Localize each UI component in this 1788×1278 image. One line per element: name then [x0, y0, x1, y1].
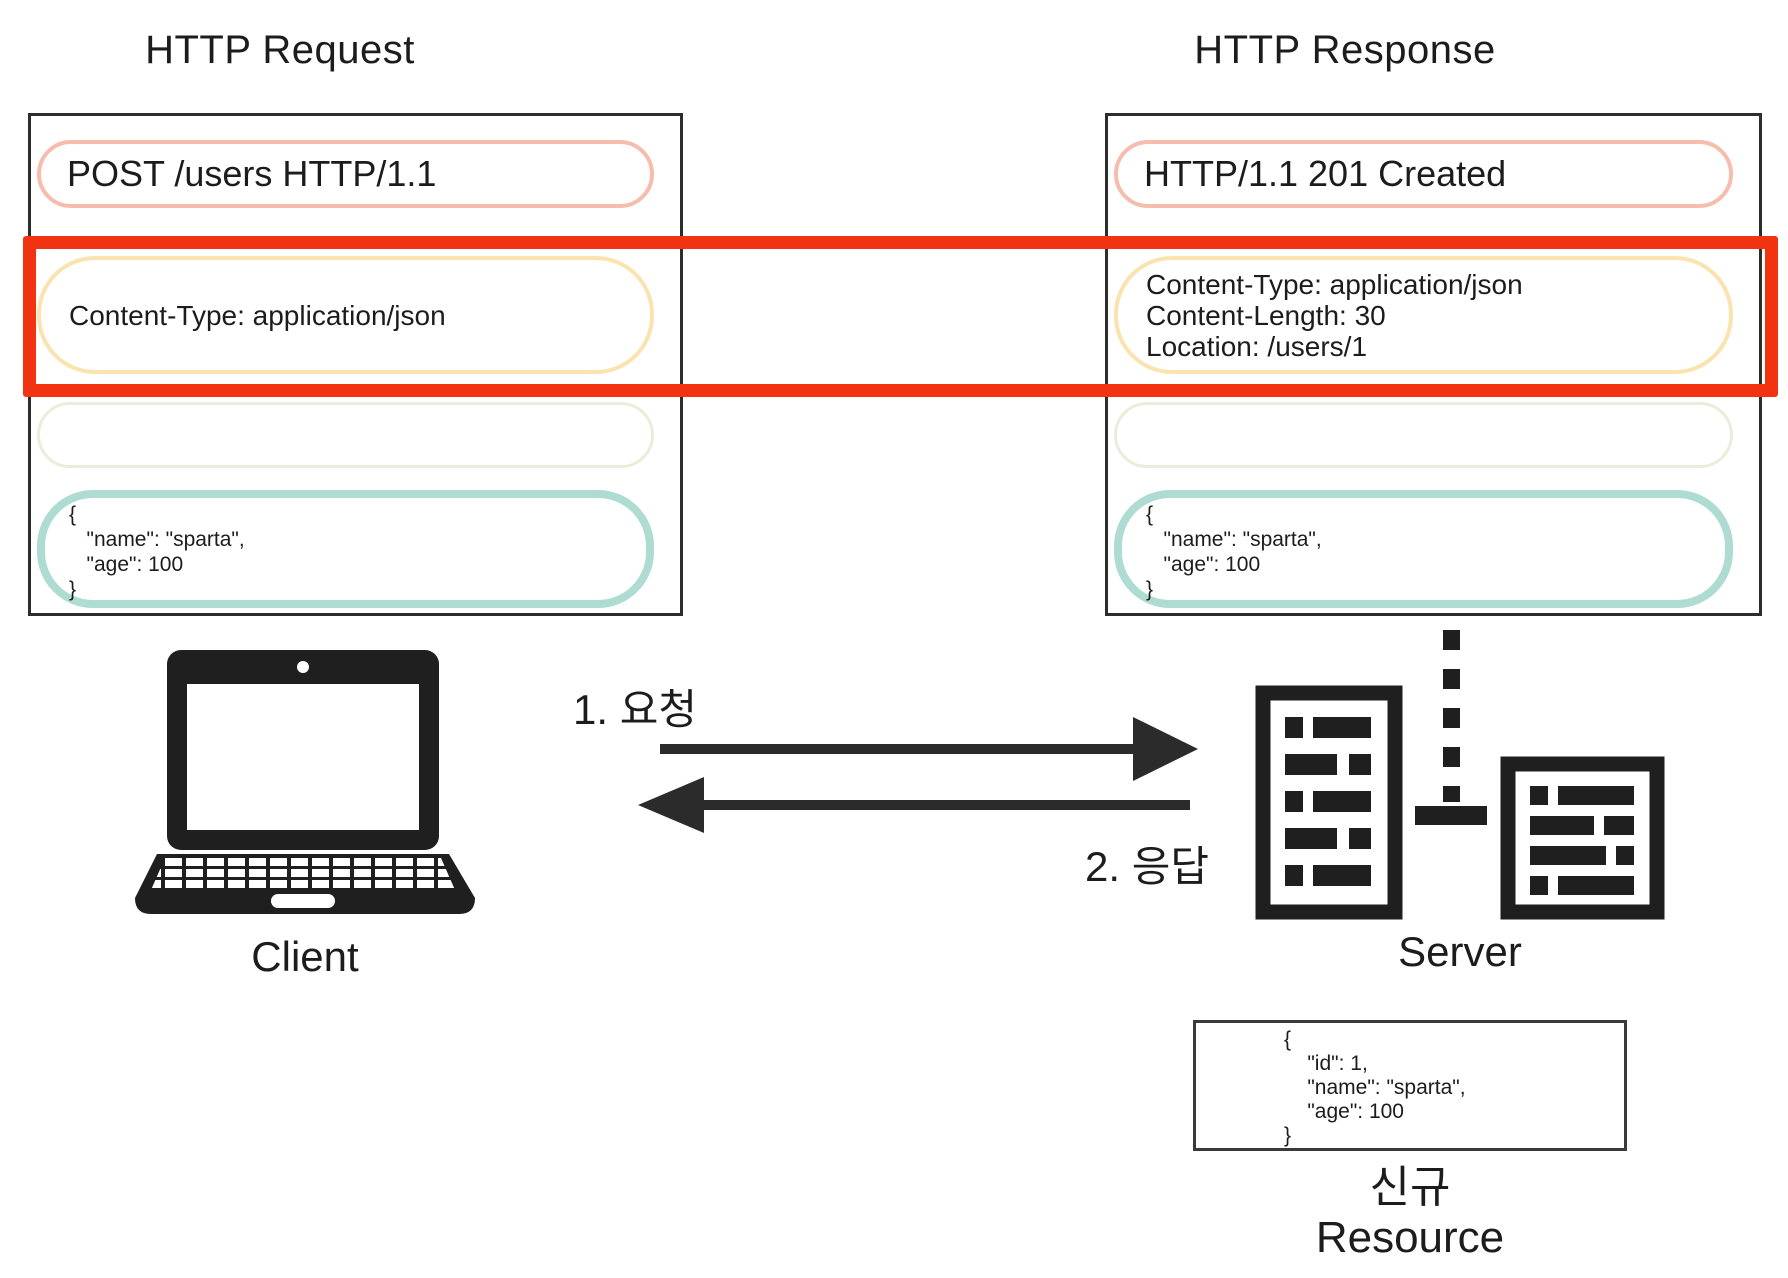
request-body-json-line: "name": "sparta", [69, 528, 245, 551]
response-status-line-pill: HTTP/1.1 201 Created [1114, 140, 1733, 208]
resource-json-line: { [1284, 1028, 1292, 1051]
request-start-line-pill: POST /users HTTP/1.1 [37, 140, 654, 208]
resource-label-english: Resource [1315, 1213, 1505, 1262]
laptop-icon [135, 650, 475, 914]
response-header-line: Location: /users/1 [1146, 330, 1368, 362]
response-flow-label: 2. 응답 [1085, 843, 1209, 890]
http-request-title: HTTP Request [145, 28, 415, 72]
request-body-json-line: "age": 100 [69, 553, 184, 576]
resource-label-korean: 신규 [1369, 1163, 1451, 1212]
client-label: Client [251, 933, 359, 980]
dashed-connector-foot [1415, 806, 1487, 825]
dashed-connector-line [1443, 630, 1460, 802]
resource-json-line: "id": 1, [1284, 1052, 1368, 1075]
resource-label: 신규 Resource [1193, 1163, 1627, 1263]
server-rack-icon [1255, 685, 1403, 920]
server-label: Server [1398, 928, 1522, 975]
request-blank-line-pill [37, 402, 654, 468]
request-header-line: Content-Type: application/json [69, 299, 446, 331]
response-arrow-icon [638, 777, 1190, 833]
request-body-json-line: { [69, 503, 77, 526]
response-body-json-line: } [1146, 578, 1154, 601]
response-status-line: HTTP/1.1 201 Created [1144, 153, 1507, 194]
response-blank-line-pill [1114, 402, 1733, 468]
request-flow-label: 1. 요청 [573, 686, 697, 733]
response-body-json-line: { [1146, 503, 1154, 526]
headers-highlight-box [23, 236, 1778, 397]
response-body-json-line: "name": "sparta", [1146, 528, 1322, 551]
server-box-icon [1500, 756, 1665, 920]
response-body-json-line: "age": 100 [1146, 553, 1261, 576]
response-header-line: Content-Type: application/json [1146, 268, 1523, 300]
resource-json-line: "age": 100 [1284, 1100, 1404, 1123]
request-start-line: POST /users HTTP/1.1 [67, 153, 437, 194]
resource-json-box: { "id": 1, "name": "sparta", "age": 100 … [1193, 1020, 1627, 1151]
resource-json-line: } [1284, 1124, 1292, 1147]
request-arrow-icon [660, 717, 1198, 781]
http-response-panel: HTTP/1.1 201 Created Content-Type: appli… [1105, 113, 1762, 616]
request-body-json-line: } [69, 578, 77, 601]
http-response-title: HTTP Response [1194, 28, 1496, 72]
response-headers-pill: Content-Type: application/json Content-L… [1114, 256, 1733, 374]
http-request-panel: POST /users HTTP/1.1 Content-Type: appli… [28, 113, 683, 616]
resource-json-line: "name": "sparta", [1284, 1076, 1466, 1099]
request-body-pill: { "name": "sparta", "age": 100 } [37, 490, 654, 608]
response-body-pill: { "name": "sparta", "age": 100 } [1114, 490, 1733, 608]
response-header-line: Content-Length: 30 [1146, 299, 1386, 331]
request-headers-pill: Content-Type: application/json [37, 256, 654, 374]
